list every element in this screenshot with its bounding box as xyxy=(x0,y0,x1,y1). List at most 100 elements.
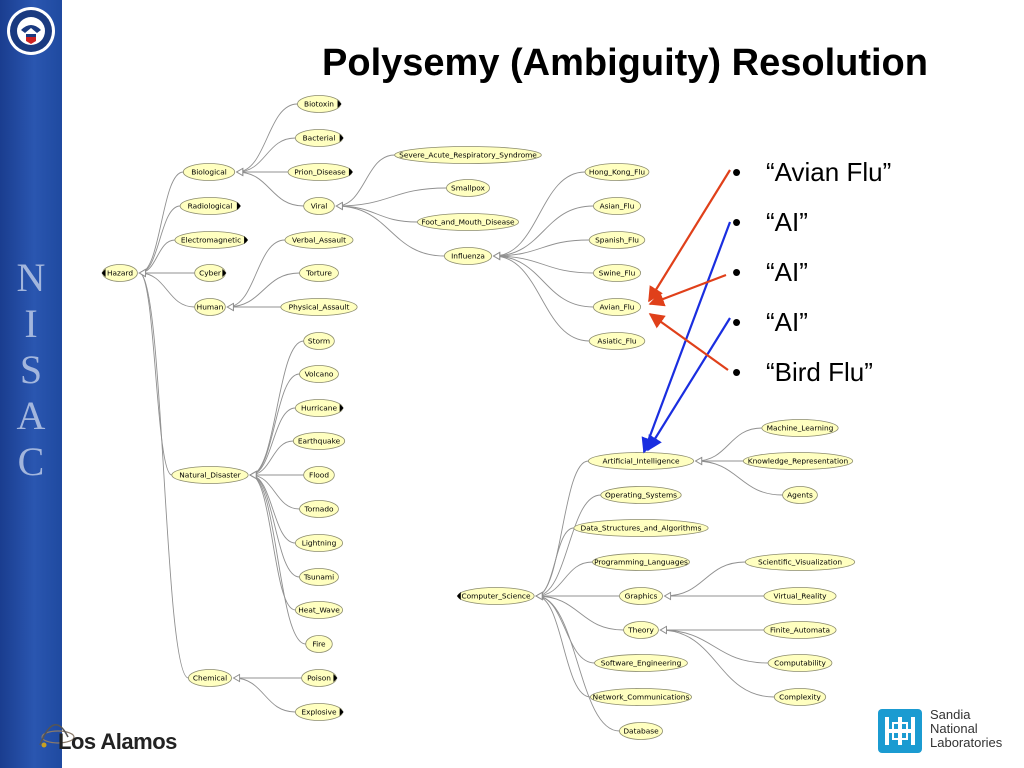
node-machine-learning[interactable]: Machine_Learning xyxy=(761,419,839,437)
node-label: Tsunami xyxy=(303,573,334,582)
node-database[interactable]: Database xyxy=(619,722,663,740)
node-hong-kong-flu[interactable]: Hong_Kong_Flu xyxy=(584,163,650,181)
node-bacterial[interactable]: Bacterial xyxy=(294,129,344,147)
node-natural-disaster[interactable]: Natural_Disaster xyxy=(171,466,249,484)
node-cyber[interactable]: Cyber xyxy=(194,264,227,282)
node-lightning[interactable]: Lightning xyxy=(294,534,344,552)
expand-right-icon[interactable] xyxy=(244,236,249,244)
page-title: Polysemy (Ambiguity) Resolution xyxy=(322,42,928,84)
node-influenza[interactable]: Influenza xyxy=(443,247,493,265)
node-radiological[interactable]: Radiological xyxy=(179,197,241,215)
node-hazard[interactable]: Hazard xyxy=(101,264,138,282)
node-verbal-assault[interactable]: Verbal_Assault xyxy=(284,231,354,249)
node-software-engineering[interactable]: Software_Engineering xyxy=(594,654,688,672)
node-severe-acute-respiratory-syndrome[interactable]: Severe_Acute_Respiratory_Syndrome xyxy=(394,146,542,164)
node-hurricane[interactable]: Hurricane xyxy=(294,399,344,417)
node-earthquake[interactable]: Earthquake xyxy=(292,432,346,450)
edge-line xyxy=(536,494,601,597)
node-graphics[interactable]: Graphics xyxy=(619,587,663,605)
sandia-line: Sandia xyxy=(930,707,971,722)
node-biotoxin[interactable]: Biotoxin xyxy=(297,95,342,113)
expand-right-icon[interactable] xyxy=(222,269,227,277)
expand-right-icon[interactable] xyxy=(337,100,342,108)
edge-line xyxy=(493,255,594,274)
node-theory[interactable]: Theory xyxy=(623,621,659,639)
node-explosive[interactable]: Explosive xyxy=(294,703,344,721)
node-spanish-flu[interactable]: Spanish_Flu xyxy=(588,231,646,249)
node-scientific-visualization[interactable]: Scientific_Visualization xyxy=(744,553,856,571)
node-heat-wave[interactable]: Heat_Wave xyxy=(294,601,344,619)
node-knowledge-representation[interactable]: Knowledge_Representation xyxy=(742,452,854,470)
arrow-blue xyxy=(647,317,731,452)
arrow-red xyxy=(648,273,727,307)
node-label: Prion_Disease xyxy=(294,168,346,177)
node-programming-languages[interactable]: Programming_Languages xyxy=(592,553,690,571)
node-network-communications[interactable]: Network_Communications xyxy=(590,688,692,706)
sidebar-letter: S xyxy=(19,347,43,392)
node-label: Flood xyxy=(309,471,329,480)
node-label: Biotoxin xyxy=(304,100,334,109)
expand-right-icon[interactable] xyxy=(333,674,338,682)
node-electromagnetic[interactable]: Electromagnetic xyxy=(174,231,249,249)
node-label: Lightning xyxy=(302,539,337,548)
node-agents[interactable]: Agents xyxy=(782,486,818,504)
node-finite-automata[interactable]: Finite_Automata xyxy=(763,621,837,639)
node-computer-science[interactable]: Computer_Science xyxy=(456,587,535,605)
node-avian-flu[interactable]: Avian_Flu xyxy=(592,298,642,316)
node-chemical[interactable]: Chemical xyxy=(188,669,232,687)
edge-line xyxy=(236,103,298,173)
expand-right-icon[interactable] xyxy=(348,168,353,176)
expand-left-icon[interactable] xyxy=(456,592,461,600)
node-human[interactable]: Human xyxy=(194,298,226,316)
node-prion-disease[interactable]: Prion_Disease xyxy=(287,163,353,181)
node-biological[interactable]: Biological xyxy=(182,163,236,181)
node-asian-flu[interactable]: Asian_Flu xyxy=(592,197,642,215)
edge-line xyxy=(227,272,300,308)
node-smallpox[interactable]: Smallpox xyxy=(446,179,490,197)
node-physical-assault[interactable]: Physical_Assault xyxy=(280,298,358,316)
node-swine-flu[interactable]: Swine_Flu xyxy=(592,264,642,282)
node-complexity[interactable]: Complexity xyxy=(773,688,827,706)
node-layer: Hazard BiologicalRadiologicalElectromagne… xyxy=(101,95,856,740)
nisac-vertical-text: N I S A C xyxy=(9,255,53,485)
node-computability[interactable]: Computability xyxy=(767,654,833,672)
edge-line xyxy=(695,460,783,496)
node-virtual-reality[interactable]: Virtual_Reality xyxy=(763,587,837,605)
term-item: “Avian Flu” xyxy=(732,152,891,202)
node-label: Knowledge_Representation xyxy=(748,457,849,466)
node-volcano[interactable]: Volcano xyxy=(299,365,339,383)
node-label: Data_Structures_and_Algorithms xyxy=(581,524,702,533)
edge-line xyxy=(250,340,304,476)
expand-right-icon[interactable] xyxy=(339,404,344,412)
node-label: Scientific_Visualization xyxy=(758,558,842,567)
expand-left-icon[interactable] xyxy=(101,269,106,277)
expand-right-icon[interactable] xyxy=(236,202,241,210)
expand-right-icon[interactable] xyxy=(339,134,344,142)
node-tornado[interactable]: Tornado xyxy=(299,500,339,518)
node-fire[interactable]: Fire xyxy=(305,635,333,653)
node-label: Graphics xyxy=(625,592,658,601)
node-asiatic-flu[interactable]: Asiatic_Flu xyxy=(588,332,646,350)
node-label: Viral xyxy=(311,202,328,211)
node-label: Operating_Systems xyxy=(605,491,677,500)
node-torture[interactable]: Torture xyxy=(299,264,339,282)
node-label: Poison xyxy=(307,674,331,683)
edge-line xyxy=(250,373,300,476)
node-storm[interactable]: Storm xyxy=(303,332,335,350)
node-data-structures-and-algorithms[interactable]: Data_Structures_and_Algorithms xyxy=(573,519,709,537)
node-poison[interactable]: Poison xyxy=(301,669,338,687)
node-label: Chemical xyxy=(193,674,227,683)
edge-line xyxy=(139,205,181,274)
node-label: Cyber xyxy=(199,269,222,278)
node-viral[interactable]: Viral xyxy=(303,197,335,215)
node-artificial-intelligence[interactable]: Artificial_Intelligence xyxy=(587,452,695,470)
node-foot-and-mouth-disease[interactable]: Foot_and_Mouth_Disease xyxy=(417,213,519,231)
edge-line xyxy=(139,171,184,274)
node-label: Tornado xyxy=(303,505,334,514)
node-tsunami[interactable]: Tsunami xyxy=(299,568,339,586)
edge-line xyxy=(536,527,574,597)
node-flood[interactable]: Flood xyxy=(303,466,335,484)
expand-right-icon[interactable] xyxy=(339,708,344,716)
node-operating-systems[interactable]: Operating_Systems xyxy=(600,486,682,504)
edge-line xyxy=(250,440,294,476)
